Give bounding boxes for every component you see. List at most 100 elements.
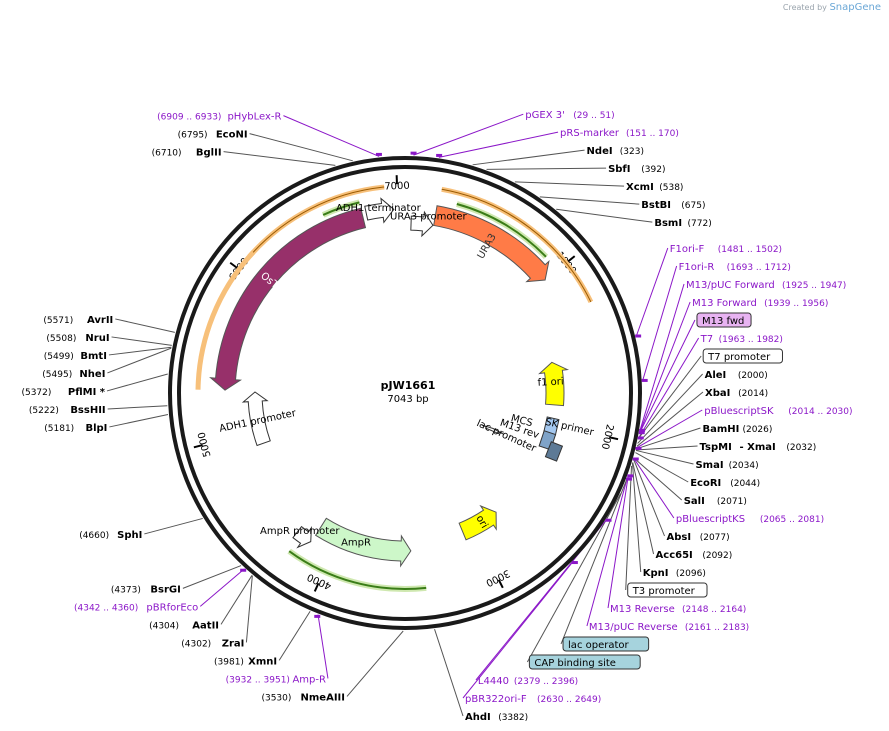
coord-nhei: (5495) [42,370,72,380]
coord-econi: (6795) [178,131,208,141]
tick-mark-4000 [313,582,320,592]
label-alei: AleI (2000) [705,370,768,381]
coord-l4440: (2379 .. 2396) [514,677,578,687]
leader-sali [633,457,683,501]
name-xmni: XmnI [248,656,277,667]
name-econi: EcoNI [216,130,248,141]
label-absi: AbsI(2077) [667,532,730,543]
coord-absi: (2077) [700,533,730,543]
feature-label-f1-ori: f1 ori [537,376,564,388]
name-m13-fwd: M13 fwd [702,316,744,327]
coord-pbluescriptsk: (2014 .. 2030) [788,407,852,417]
leader-bsrgi [182,565,242,589]
leader-blpi [109,413,169,428]
label-t3-promoter: T3 promoter [627,582,708,598]
box-t7-promoter [702,348,783,364]
leader-sphi [144,517,203,535]
coord-ecori: (2044) [730,479,760,489]
label-bstbi: BstBI(675) [641,200,705,211]
leader-bglii [223,151,336,166]
coord-bamhi: (2026) [742,425,772,435]
name-avrii: AvrII [87,315,113,326]
tick-label-2000: 2000 [599,423,615,450]
name-pflmi: PflMI * [68,387,106,398]
label-tspmi: TspMI- XmaI(2032) [700,442,817,453]
leader-bsmi [556,208,653,223]
primer-mark-f1ori-f [635,334,642,338]
name-cap-binding-site: CAP binding site [534,658,616,669]
tick-mark-6000 [229,261,238,269]
coord-bsrgi: (4373) [111,585,141,595]
label-zrai: ZraI (4302) [181,638,244,649]
green-arc-2 [288,550,427,590]
coord-pbluescriptks: (2065 .. 2081) [760,515,824,525]
leader-pflmi [106,373,168,392]
tick-label-7000: 7000 [384,181,410,193]
name-m13-puc-reverse: M13/pUC Reverse [589,622,678,633]
name-m13-reverse: M13 Reverse [610,604,675,615]
primer-mark-l4440 [605,518,612,522]
coord-sbfi: (392) [641,165,665,175]
leader-ecori [635,452,689,483]
name-nhei: NheI [79,369,105,380]
coord-pgex-3: (29 .. 51) [573,111,614,121]
leader-zrai [245,575,253,643]
feature-label-ura3-promoter: URA3 promoter [390,212,468,223]
tick-mark-3000 [497,579,504,589]
name-m13-forward: M13 Forward [692,298,757,309]
green-arc-0 [322,201,360,216]
coord-ndei: (323) [620,147,644,157]
label-pbluescriptsk: pBluescriptSK (2014 .. 2030) [704,406,852,417]
box-lac-operator [562,636,650,652]
label-t7: T7(1963 .. 1982) [700,334,783,345]
leader-ahdi [434,629,464,717]
primer-mark-m13-forward [638,431,645,435]
feature-lac-promoter [481,424,504,435]
coord-t7: (1963 .. 1982) [719,335,783,345]
label-amp-r: Amp-R(3932 .. 3951) [226,674,326,685]
credit-brand: SnapGene [829,2,881,13]
label-m13-puc-forward: M13/pUC Forward(1925 .. 1947) [686,280,846,291]
name-phyblex-r: pHybLex-R [227,112,281,123]
coord-zrai: (4302) [181,639,211,649]
coord-bstbi: (675) [681,201,705,211]
feature-ampr [314,517,412,568]
plasmid-length: 7043 bp [387,394,428,405]
leader-tspmi [636,445,698,451]
leader-m13-fwd [639,319,696,434]
label-sbfi: SbfI(392) [608,164,665,175]
feature-ura3 [433,205,550,283]
primer-mark-m13-reverse [627,474,634,478]
label-xbai: XbaI(2014) [705,388,768,399]
site-labels: pGEX 3'(29 .. 51)pRS-marker(151 .. 170)N… [21,110,852,723]
coord-smai: (2034) [729,461,759,471]
snapgene-credit: Created by SnapGene [783,2,881,13]
primer-mark-pgex-3 [410,151,417,155]
feature-ampr-promoter [292,525,312,549]
name-pbluescriptks: pBluescriptKS [676,514,745,525]
name-pbluescriptsk: pBluescriptSK [704,406,774,417]
leader-avrii [115,318,175,333]
label-xcmi: XcmI(538) [626,182,683,193]
label-kpni: KpnI(2096) [643,568,706,579]
coord-alei: (2000) [738,371,768,381]
name-m13-puc-forward: M13/pUC Forward [686,280,775,291]
label-f1ori-f: F1ori-F(1481 .. 1502) [670,244,782,255]
feature-ori [458,504,497,541]
coord-m13-reverse: (2148 .. 2164) [682,605,746,615]
coord-bglii: (6710) [152,149,182,159]
name-alei: AleI [705,370,727,381]
coord-sali: (2071) [717,497,747,507]
name-zrai: ZraI [222,638,245,649]
coord-m13-puc-reverse: (2161 .. 2183) [685,623,749,633]
label-bsmi: BsmI(772) [654,218,711,229]
label-sphi: SphI(4660) [79,530,142,541]
primer-mark-prs-marker [436,153,443,157]
feature-ostir1 [209,207,367,391]
leader-nhei [107,347,172,374]
name-xbai: XbaI [705,388,730,399]
name2-tspmi: - XmaI [740,442,776,453]
coord-nrui: (5508) [46,334,76,344]
feature-label-mcs: MCS [510,413,534,429]
primer-mark-f1ori-r [641,378,648,382]
